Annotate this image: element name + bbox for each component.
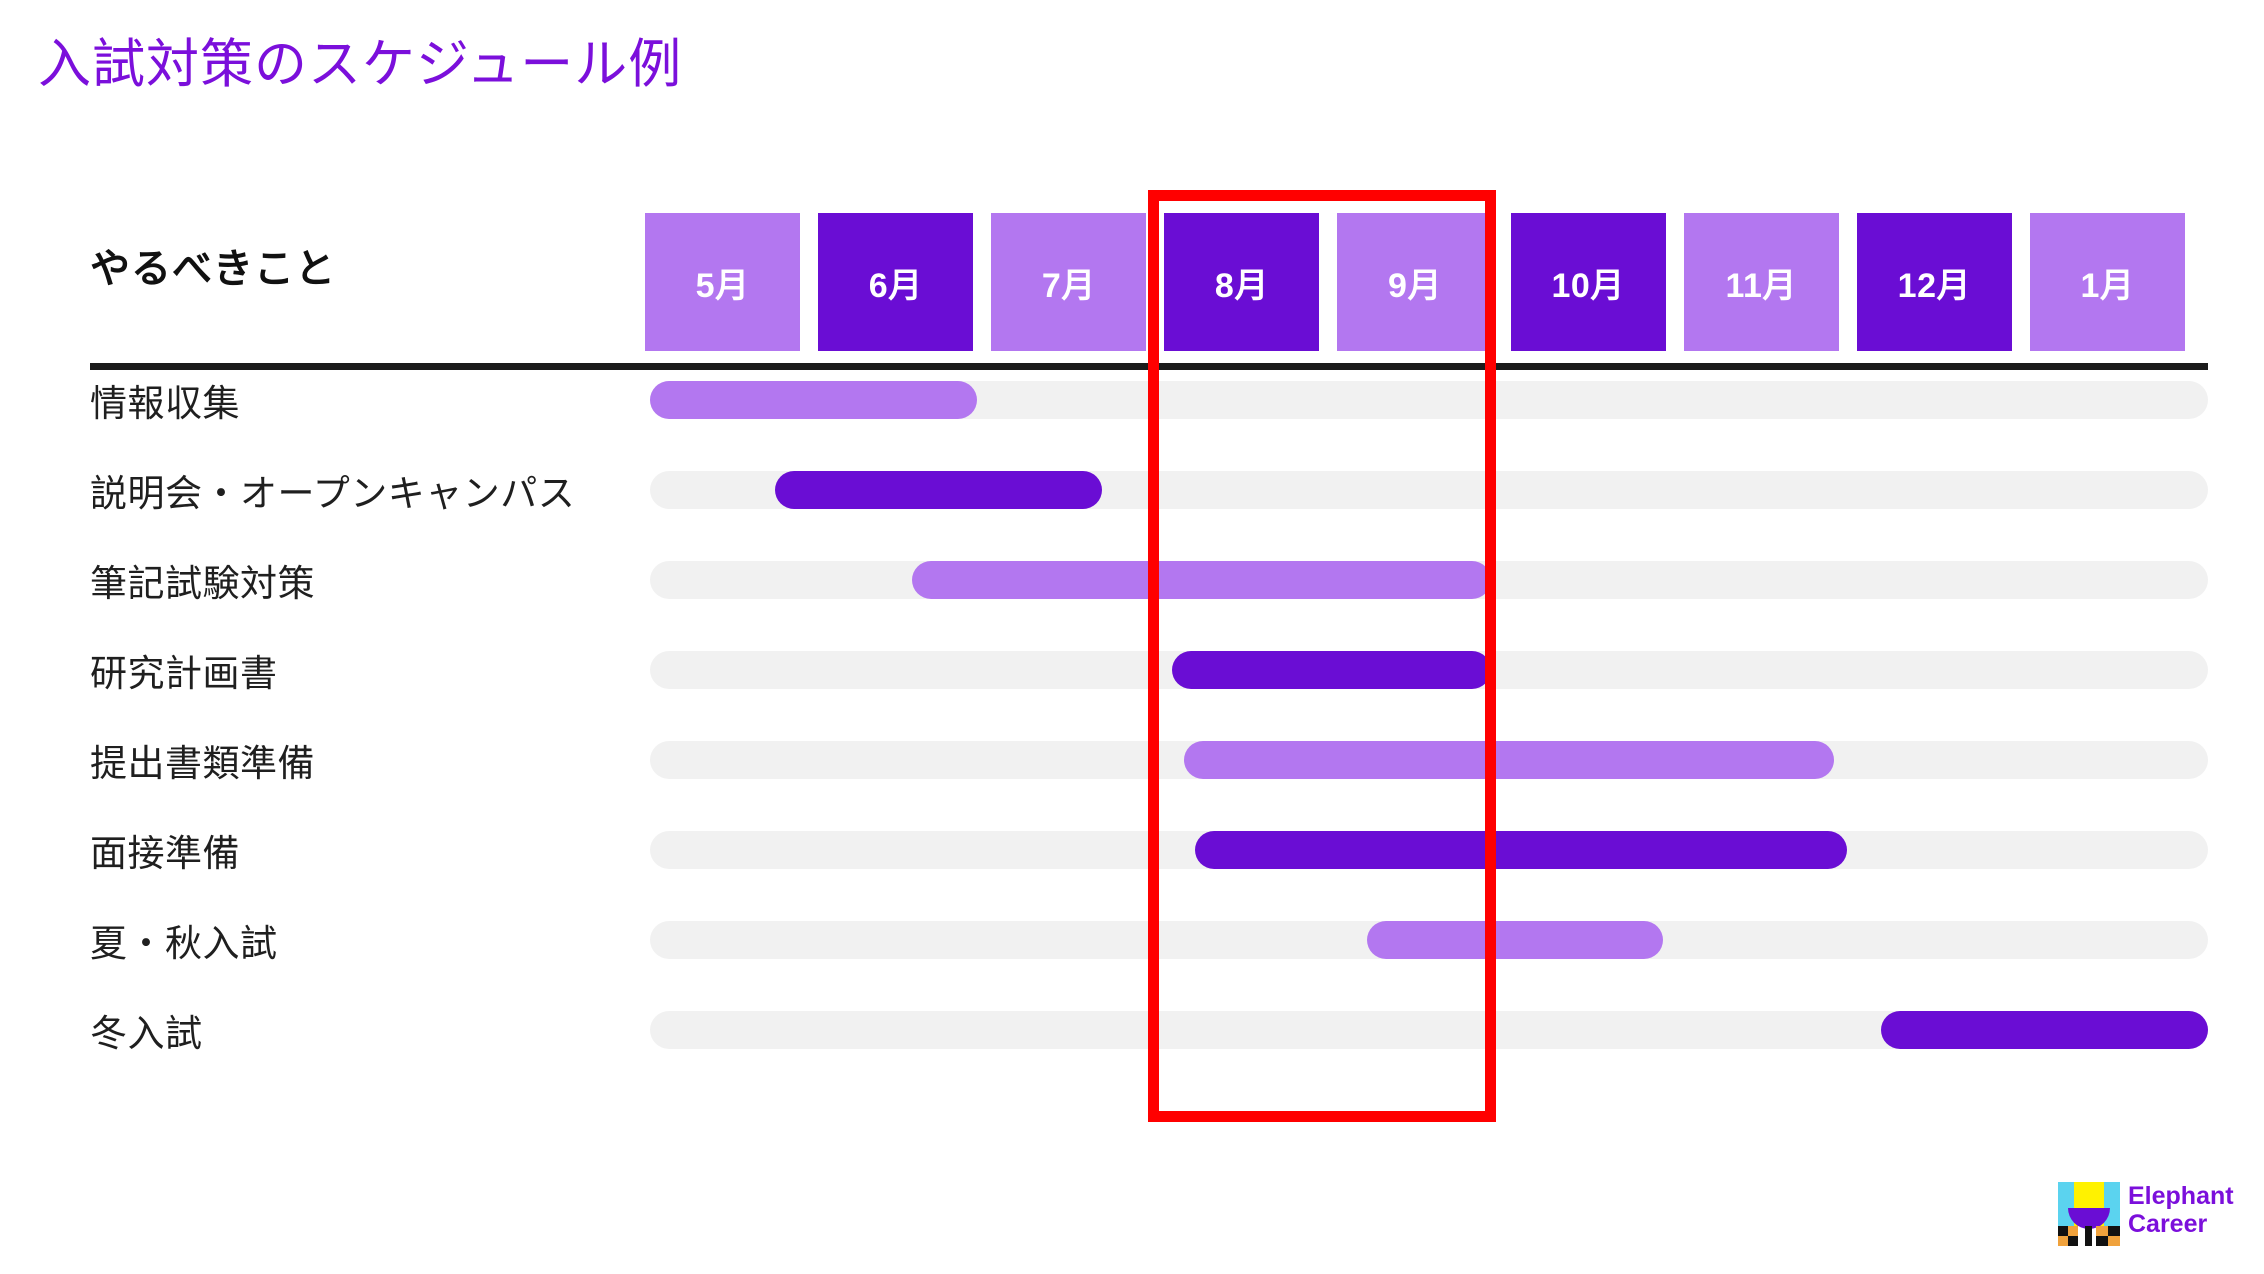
page-title: 入試対策のスケジュール例 xyxy=(38,35,683,94)
task-bar-5[interactable] xyxy=(1184,741,1835,779)
task-label-4: 研究計画書 xyxy=(90,653,278,694)
month-header-5[interactable]: 9月 xyxy=(1337,213,1493,351)
task-bar-7[interactable] xyxy=(1366,921,1663,959)
task-label-7: 夏・秋入試 xyxy=(90,923,278,964)
column-header-tasks: やるべきこと xyxy=(90,247,336,291)
task-bar-8[interactable] xyxy=(1880,1011,2208,1049)
month-header-9[interactable]: 1月 xyxy=(2029,213,2185,351)
task-bar-3[interactable] xyxy=(911,561,1492,599)
logo-wordmark: Elephant Career xyxy=(2128,1182,2234,1238)
task-bar-2[interactable] xyxy=(774,471,1102,509)
elephant-career-logo-icon xyxy=(2058,1182,2120,1246)
month-header-3[interactable]: 7月 xyxy=(991,213,1147,351)
month-header-8[interactable]: 12月 xyxy=(1856,213,2012,351)
month-header-1[interactable]: 5月 xyxy=(645,213,801,351)
task-label-6: 面接準備 xyxy=(90,833,240,874)
month-header-4[interactable]: 8月 xyxy=(1164,213,1320,351)
task-label-8: 冬入試 xyxy=(90,1013,203,1054)
logo-line-2: Career xyxy=(2128,1210,2208,1238)
header-divider xyxy=(90,363,2208,370)
task-label-1: 情報収集 xyxy=(90,383,240,424)
brand-logo: Elephant Career xyxy=(2058,1180,2258,1254)
logo-line-1: Elephant xyxy=(2128,1182,2234,1210)
month-header-7[interactable]: 11月 xyxy=(1683,213,1839,351)
task-bar-6[interactable] xyxy=(1195,831,1847,869)
task-label-5: 提出書類準備 xyxy=(90,743,315,784)
task-label-2: 説明会・オープンキャンパス xyxy=(90,473,576,514)
task-label-3: 筆記試験対策 xyxy=(90,563,315,604)
task-bar-4[interactable] xyxy=(1171,651,1492,689)
task-bar-1[interactable] xyxy=(650,381,978,419)
month-header-6[interactable]: 10月 xyxy=(1510,213,1666,351)
month-header-2[interactable]: 6月 xyxy=(818,213,974,351)
